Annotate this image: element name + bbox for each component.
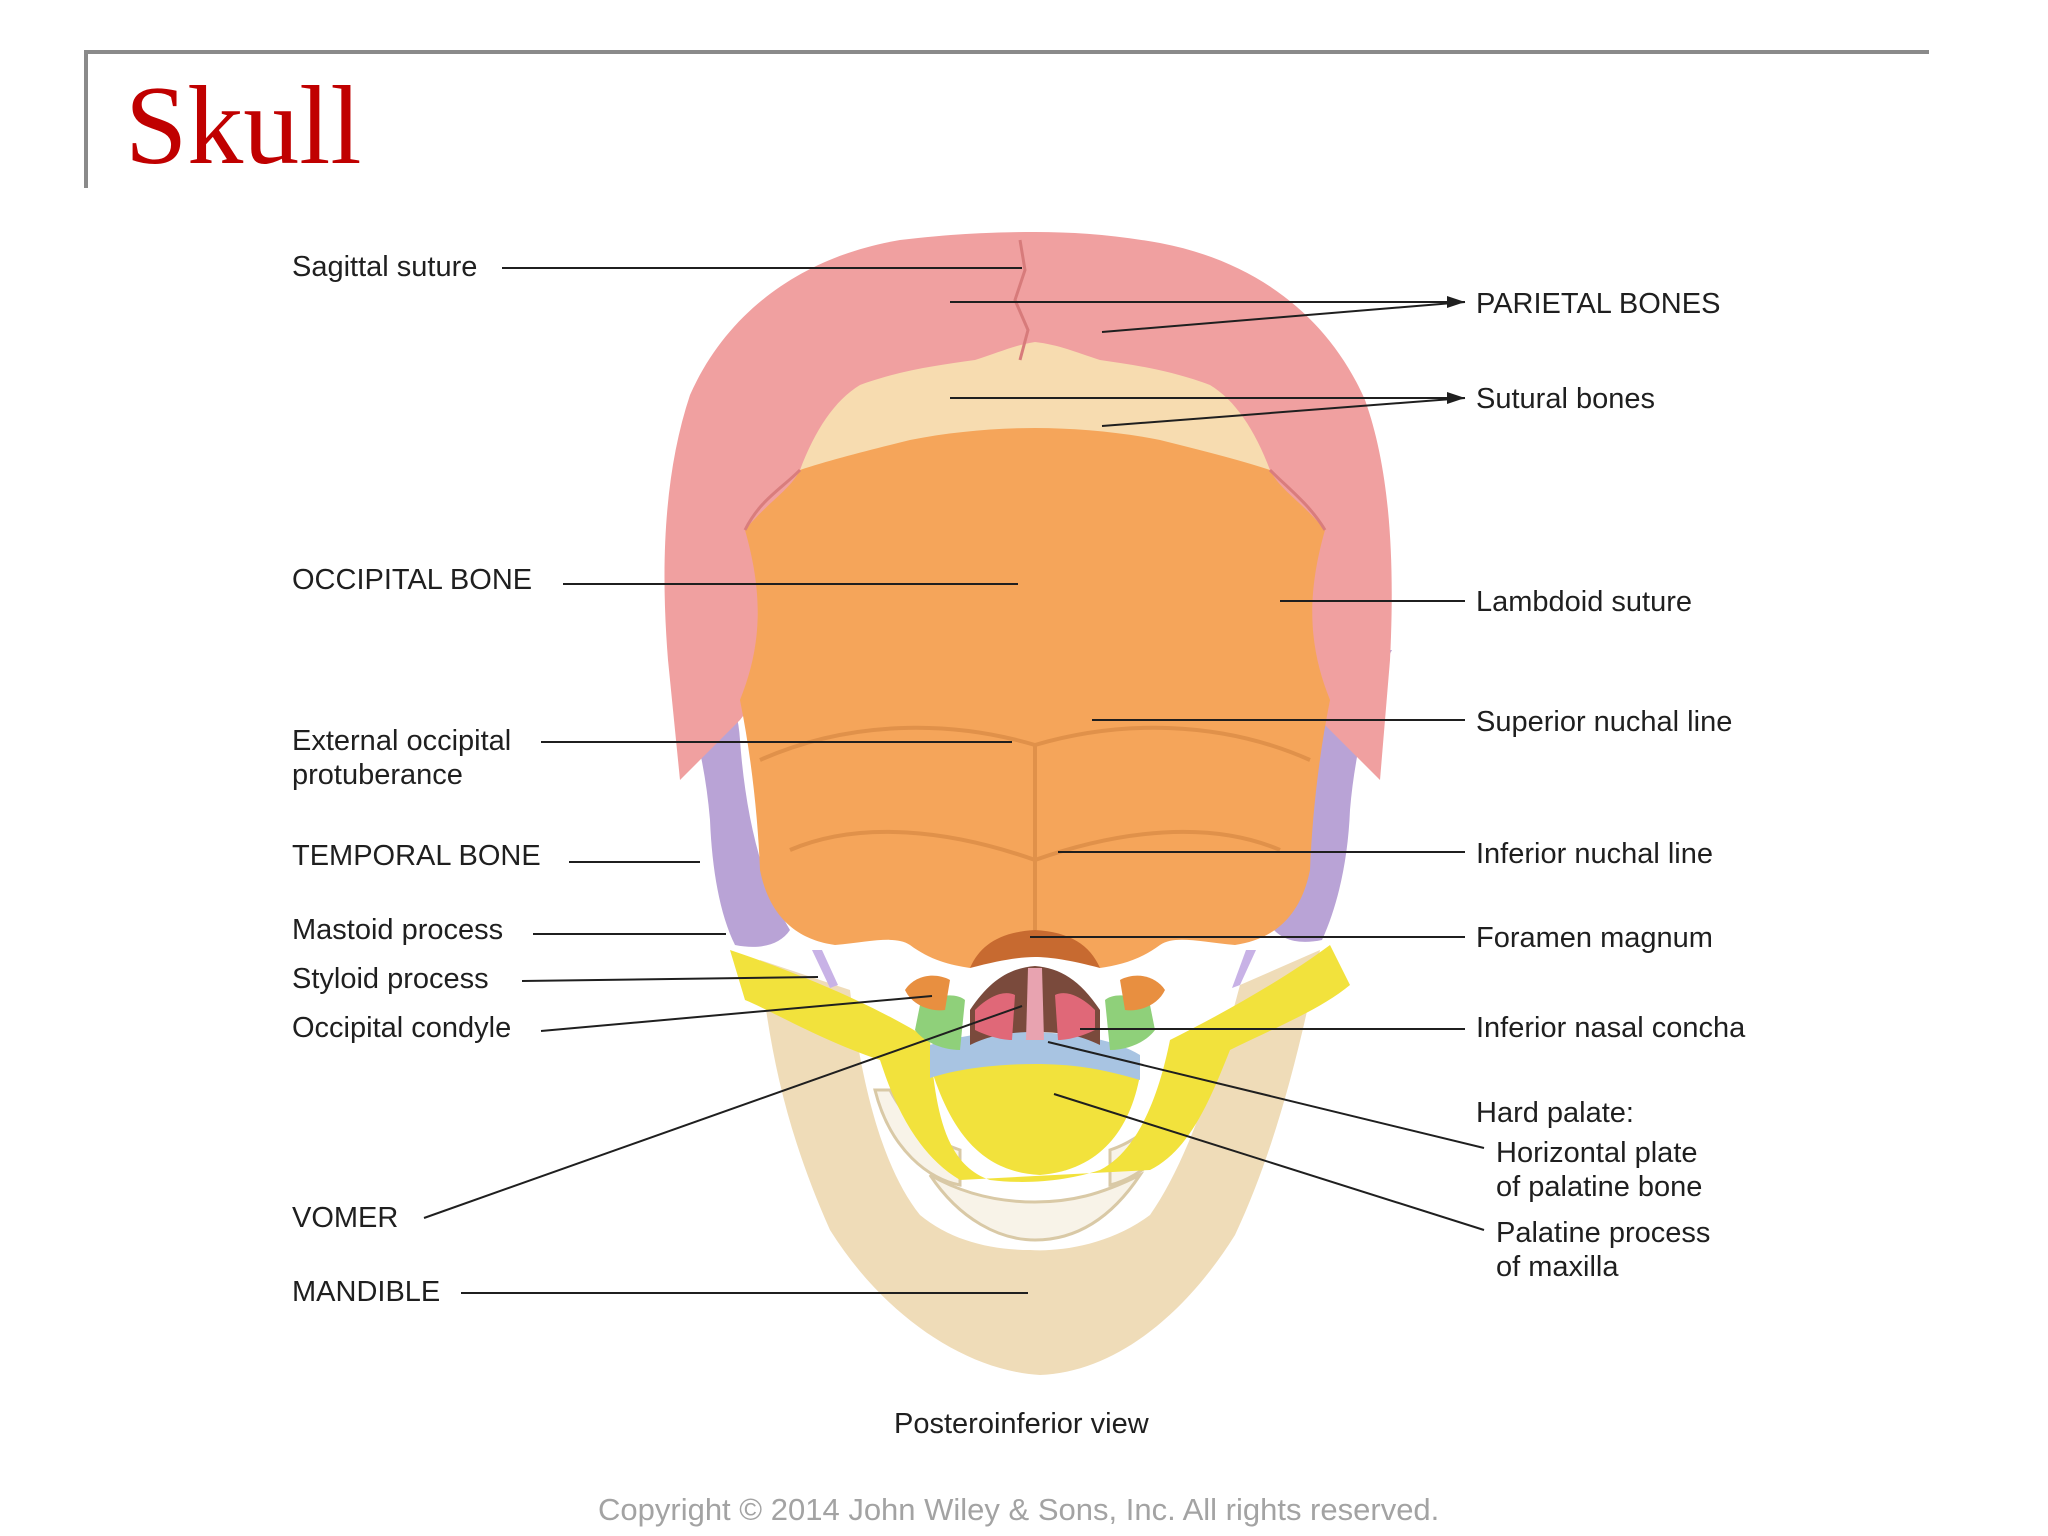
label-horizontal-plate-line2: of palatine bone (1496, 1171, 1703, 1203)
label-external-occipital-protuberance-line1: External occipital (292, 725, 512, 757)
label-palatine-process-line1: Palatine process (1496, 1217, 1711, 1249)
sagittal-suture-line (1013, 239, 1030, 361)
label-superior-nuchal-line: Superior nuchal line (1476, 706, 1733, 738)
slide-frame-top-rule (84, 50, 1929, 54)
maxilla-bone (730, 945, 1350, 1182)
leader-line (521, 976, 819, 982)
leader-arrowhead (1447, 296, 1465, 308)
label-styloid-process: Styloid process (292, 963, 489, 995)
styloid-process-right (1232, 950, 1256, 988)
label-mastoid-process: Mastoid process (292, 914, 504, 946)
label-inferior-nasal-concha: Inferior nasal concha (1476, 1012, 1746, 1044)
leader-line (1047, 1041, 1485, 1149)
vomer-bone (1026, 968, 1044, 1040)
label-occipital-condyle: Occipital condyle (292, 1012, 512, 1044)
sutural-bones (800, 342, 1270, 470)
sphenoid-left (915, 995, 965, 1050)
label-lambdoid-suture: Lambdoid suture (1476, 586, 1693, 618)
copyright-notice: Copyright © 2014 John Wiley & Sons, Inc.… (598, 1492, 1440, 1527)
foramen-magnum (970, 930, 1100, 968)
palatine-process-of-maxilla (930, 1051, 1140, 1175)
styloid-process-left (812, 950, 838, 988)
label-temporal-bone: TEMPORAL BONE (292, 840, 541, 872)
mandible-bone (760, 950, 1320, 1375)
label-sagittal-suture: Sagittal suture (292, 251, 478, 283)
label-occipital-bone: OCCIPITAL BONE (292, 564, 533, 596)
occipital-condyle-left (905, 975, 950, 1011)
label-inferior-nuchal-line: Inferior nuchal line (1476, 838, 1713, 870)
slide-frame-left-rule (84, 50, 88, 188)
label-palatine-process-line2: of maxilla (1496, 1251, 1619, 1283)
label-sutural-bones: Sutural bones (1476, 383, 1655, 415)
label-external-occipital-protuberance-line2: protuberance (292, 759, 463, 791)
slide-title: Skull (125, 64, 362, 188)
leader-line (1101, 301, 1466, 333)
label-hard-palate: Hard palate: (1476, 1097, 1634, 1129)
horizontal-plate-of-palatine-bone (930, 1031, 1140, 1080)
label-horizontal-plate-line1: Horizontal plate (1496, 1137, 1698, 1169)
leader-arrowhead (1447, 392, 1465, 404)
leader-line (1101, 397, 1466, 427)
occipital-bone (740, 410, 1330, 968)
leader-line (540, 995, 933, 1032)
leader-line (423, 1005, 1023, 1219)
lambdoid-suture-line (743, 468, 1327, 531)
label-parietal-bones: PARIETAL BONES (1476, 288, 1721, 320)
sphenoid-right (1105, 995, 1155, 1050)
label-mandible: MANDIBLE (292, 1276, 441, 1308)
leader-line (1053, 1093, 1485, 1231)
nuchal-ridge-lines (759, 725, 1311, 930)
lower-teeth (928, 1171, 1145, 1242)
occipital-condyle-right (1120, 975, 1165, 1011)
figure-caption: Posteroinferior view (894, 1408, 1149, 1440)
label-vomer: VOMER (292, 1202, 399, 1234)
label-foramen-magnum: Foramen magnum (1476, 922, 1713, 954)
